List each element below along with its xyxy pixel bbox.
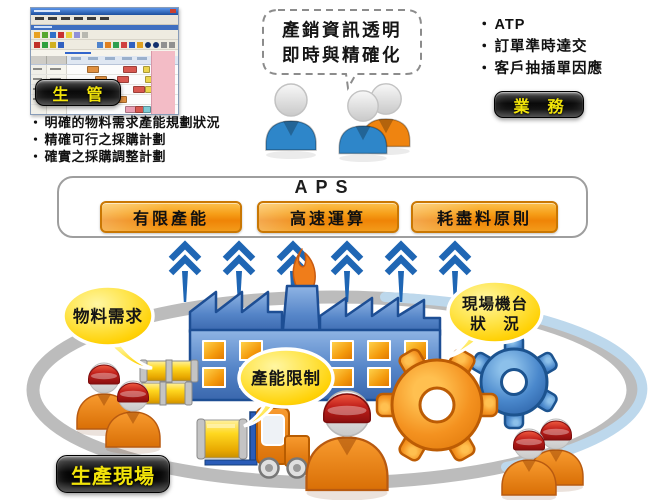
- close-icon: [170, 9, 176, 13]
- list-item: ・客戶抽插單因應: [477, 58, 603, 80]
- bubble-text-line1: 產銷資訊透明: [282, 20, 402, 40]
- bullet-text: 客戶抽插單因應: [494, 61, 603, 77]
- bullet-dot: ・: [29, 132, 43, 147]
- dashed-speech-bubble: [262, 9, 422, 92]
- bullet-text: ATP: [494, 17, 526, 33]
- window-sub-bar: [31, 25, 178, 30]
- list-item: ・精確可行之採購計劃: [29, 131, 220, 148]
- bullet-dot: ・: [29, 115, 43, 130]
- list-item: ・確實之採購調整計劃: [29, 148, 220, 165]
- aps-title: APS: [294, 177, 356, 197]
- bubble-machine-text-line1: 現場機台: [462, 294, 528, 313]
- gantt-highlight-band: [151, 51, 175, 114]
- top-illustration: 產銷資訊透明 即時與精確化: [262, 9, 422, 163]
- speech-bubble-machine: 現場機台 狀 況: [446, 279, 544, 359]
- bullet-dot: ・: [477, 39, 493, 55]
- aps-feature-fast-computation: 高速運算: [257, 201, 399, 233]
- gantt-row: [31, 65, 178, 75]
- worker-icon-large: [305, 389, 389, 500]
- up-arrow-icon: [171, 245, 199, 302]
- window-menu-bar: [31, 15, 178, 25]
- aps-feature-material-depletion: 耗盡料原則: [411, 201, 558, 233]
- toolbar-icons-right: [96, 41, 178, 48]
- list-item: ・ATP: [477, 14, 603, 36]
- person-icon-blue: [265, 83, 317, 160]
- bullet-dot: ・: [477, 61, 493, 77]
- barrel-icon: [196, 418, 248, 460]
- bullet-text: 精確可行之採購計劃: [44, 132, 167, 147]
- aps-feature-finite-capacity: 有限產能: [100, 201, 242, 233]
- shop-floor-badge: 生產現場: [56, 455, 170, 493]
- speech-bubble-material: 物料需求: [61, 284, 155, 370]
- chimney-flame-icon: [292, 248, 316, 289]
- shop-floor-illustration: 物料需求 產能限制 現場機台 狀 況: [26, 238, 648, 500]
- production-bullet-list: ・明確的物料需求產能規劃狀況 ・精確可行之採購計劃 ・確實之採購調整計劃: [29, 114, 220, 165]
- bubble-material-text: 物料需求: [73, 306, 143, 326]
- toolbar-row-2: [31, 40, 178, 50]
- forklift-icon: [196, 407, 310, 479]
- bubble-capacity-text: 產能限制: [251, 368, 321, 388]
- bubble-machine-text-line2: 狀 況: [470, 314, 520, 333]
- toolbar-row-1: [31, 30, 178, 40]
- speech-bubble-capacity: 產能限制: [237, 347, 335, 428]
- window-title-bar: [31, 8, 178, 15]
- bullet-text: 確實之採購調整計劃: [44, 149, 167, 164]
- bullet-dot: ・: [477, 17, 493, 33]
- list-item: ・訂單準時達交: [477, 36, 603, 58]
- sales-dept-badge: 業 務: [494, 91, 584, 118]
- sales-bullet-list: ・ATP ・訂單準時達交 ・客戶抽插單因應: [477, 14, 603, 80]
- bullet-dot: ・: [29, 149, 43, 164]
- bubble-text-line2: 即時與精確化: [282, 45, 402, 65]
- list-item: ・明確的物料需求產能規劃狀況: [29, 114, 220, 131]
- gear-orange-icon: [375, 348, 499, 462]
- window-status-row: [31, 50, 178, 56]
- gantt-row: [31, 105, 178, 114]
- bullet-text: 訂單準時達交: [494, 39, 588, 55]
- bullet-text: 明確的物料需求產能規劃狀況: [44, 115, 221, 130]
- production-dept-badge: 生 管: [35, 79, 121, 106]
